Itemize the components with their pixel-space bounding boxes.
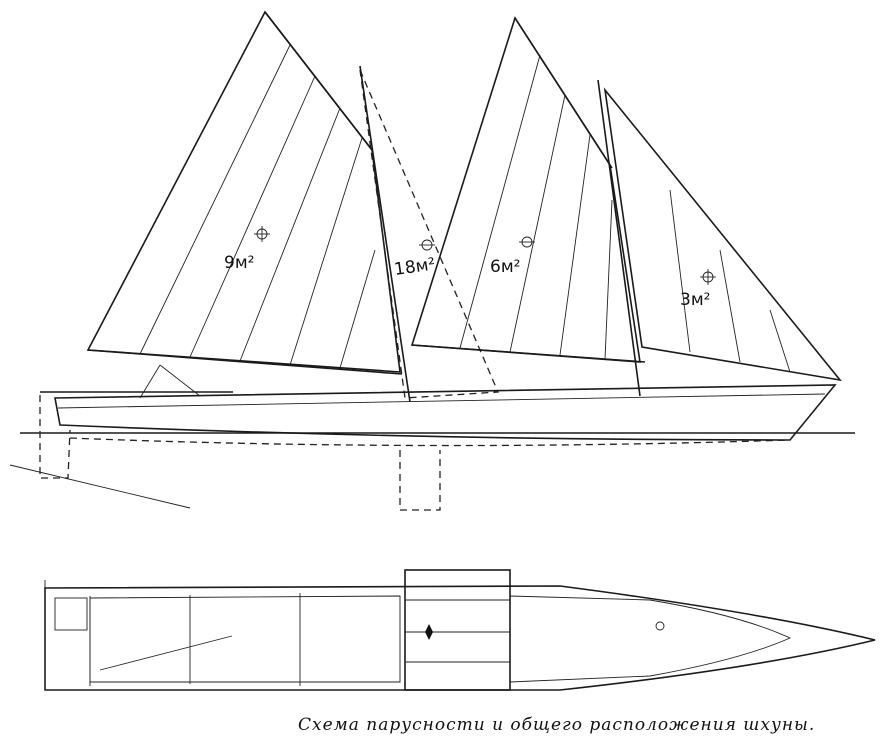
sail-label-jib: 3м² xyxy=(680,290,710,310)
hull-side-view xyxy=(9,364,855,511)
sail-center-markers xyxy=(254,226,716,285)
sail-label-fore: 6м² xyxy=(490,257,520,277)
fore-sail xyxy=(410,16,646,363)
sail-label-staysail: 18м² xyxy=(393,254,437,280)
hull-plan-view xyxy=(44,569,876,691)
main-sail xyxy=(86,10,403,375)
jib-sail xyxy=(603,87,842,382)
figure-caption: Схема парусности и общего расположения ш… xyxy=(298,715,816,735)
sail-label-main: 9м² xyxy=(224,253,254,273)
staysail-dashed xyxy=(359,69,499,399)
masts xyxy=(359,65,641,403)
